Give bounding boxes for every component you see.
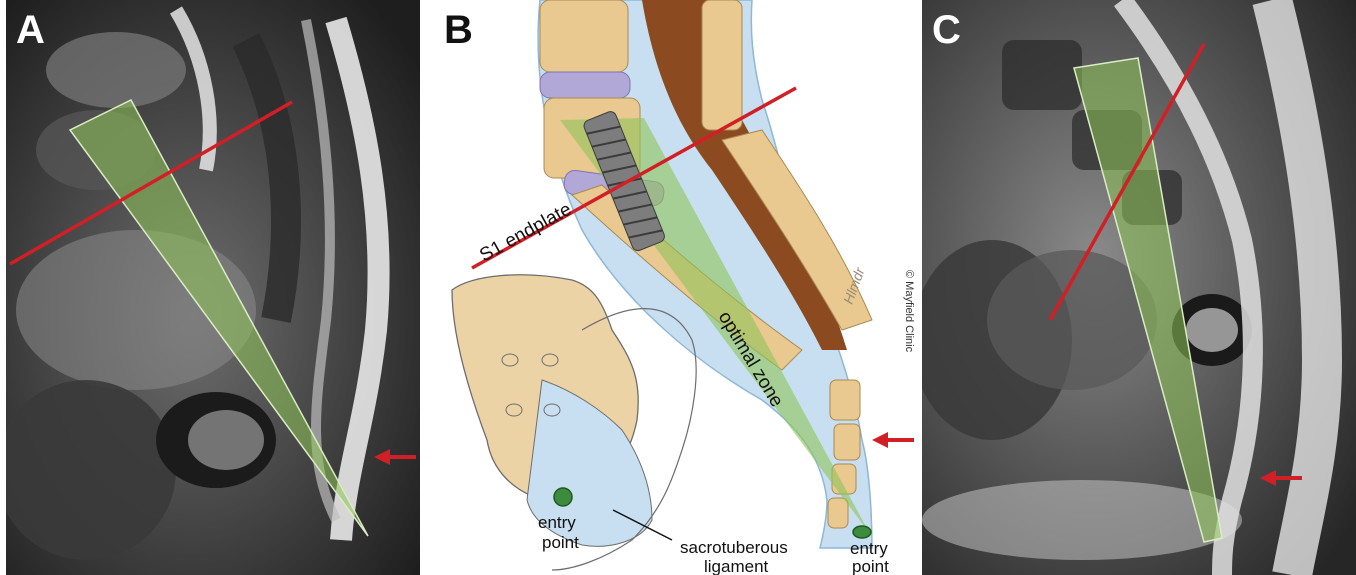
entry-point-left-label: entry point bbox=[538, 513, 581, 552]
s1-endplate-label: S1 endplate bbox=[476, 199, 575, 267]
ligament-label: sacrotuberous ligament bbox=[680, 538, 792, 575]
panel-c-image bbox=[922, 0, 1356, 575]
panel-a-image bbox=[6, 0, 420, 575]
panel-letter-b: B bbox=[444, 8, 473, 53]
copyright-label: © Mayfield Clinic bbox=[903, 270, 915, 353]
entry-point-right-label: entry point bbox=[850, 539, 893, 575]
panel-letter-a: A bbox=[16, 8, 45, 53]
red-arrow-icon bbox=[872, 432, 914, 448]
entry-point-left-icon bbox=[554, 488, 572, 506]
panel-c-mri: C bbox=[922, 0, 1356, 575]
panel-b-illustration: S1 endplate optimal zone entry point ent… bbox=[432, 0, 920, 575]
panel-a-mri: A bbox=[6, 0, 420, 575]
panel-b-image: S1 endplate optimal zone entry point ent… bbox=[432, 0, 920, 575]
entry-point-right-icon bbox=[853, 526, 871, 538]
panel-letter-c: C bbox=[932, 8, 961, 53]
